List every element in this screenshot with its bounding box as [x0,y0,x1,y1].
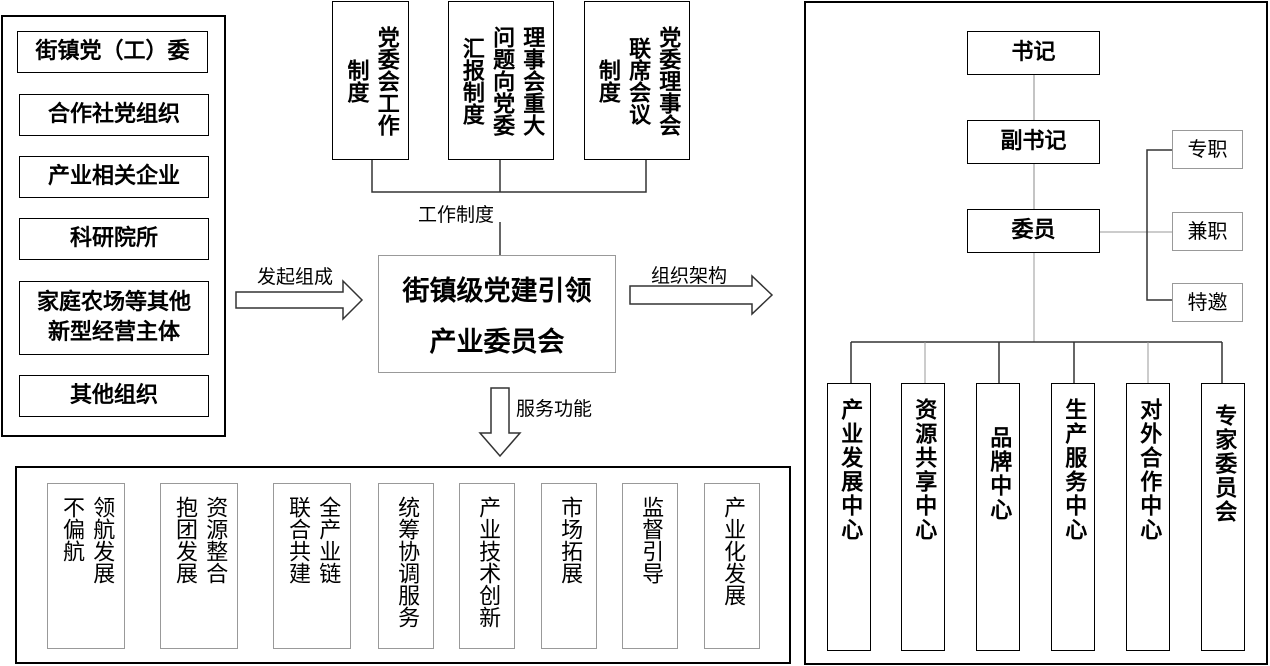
center-external-cooperation: 对外合作中心 [1126,383,1170,651]
work-system-label: 工作制度 [418,204,495,226]
work-system-bracket [371,160,647,193]
industry-committee-box: 街镇级党建引领 产业委员会 [378,255,616,373]
function-lead-development: 领航发展 不偏航 [47,483,125,649]
center-brand: 品牌中心 [976,383,1020,651]
function-resource-integration: 资源整合 抱团发展 [160,483,238,649]
org-structure-label: 组织架构 [651,265,728,287]
center-resource-sharing: 资源共享中心 [901,383,945,651]
participant-coop-party-org: 合作社党组织 [19,94,209,136]
initiate-arrow [235,279,364,321]
participant-party-committee: 街镇党（工）委 [17,31,208,73]
function-industrialization: 产业化发展 [704,483,760,649]
service-functions-panel [15,466,791,664]
service-function-arrow [478,387,522,458]
function-industry-chain: 全产业链 联合共建 [273,483,351,649]
participant-other-orgs: 其他组织 [19,375,209,417]
member-type-fulltime: 专职 [1172,130,1243,169]
member-box: 委员 [967,209,1100,253]
member-type-bracket [1146,149,1172,301]
function-tech-innovation: 产业技术创新 [459,483,515,649]
participant-related-enterprises: 产业相关企业 [19,156,209,198]
member-type-parttime: 兼职 [1172,212,1243,251]
service-function-label: 服务功能 [516,398,593,420]
system-joint-meeting: 党委理事会 联席会议 制度 [584,1,690,160]
center-industry-development: 产业发展中心 [827,383,871,651]
org-structure-arrow [629,274,774,316]
system-committee-work: 党委会工作 制度 [332,1,409,160]
system-major-issue-report: 理事会重大 问题向党委 汇报制度 [448,1,554,160]
org-structure-panel [804,1,1268,665]
initiate-label: 发起组成 [257,266,334,288]
deputy-secretary-box: 副书记 [967,120,1100,164]
center-expert-committee: 专家委员会 [1201,383,1245,651]
function-supervision: 监督引导 [622,483,678,649]
function-market-expansion: 市场拓展 [541,483,597,649]
center-title-line1: 街镇级党建引领 [402,276,592,307]
function-coordination-service: 统筹协调服务 [378,483,434,649]
secretary-box: 书记 [967,31,1100,75]
participant-research-institutes: 科研院所 [19,218,209,260]
center-production-service: 生产服务中心 [1051,383,1095,651]
participants-panel [1,15,226,437]
member-type-invited: 特邀 [1172,283,1243,322]
participant-family-farms: 家庭农场等其他新型经营主体 [19,281,209,355]
center-title-line2: 产业委员会 [429,327,565,358]
